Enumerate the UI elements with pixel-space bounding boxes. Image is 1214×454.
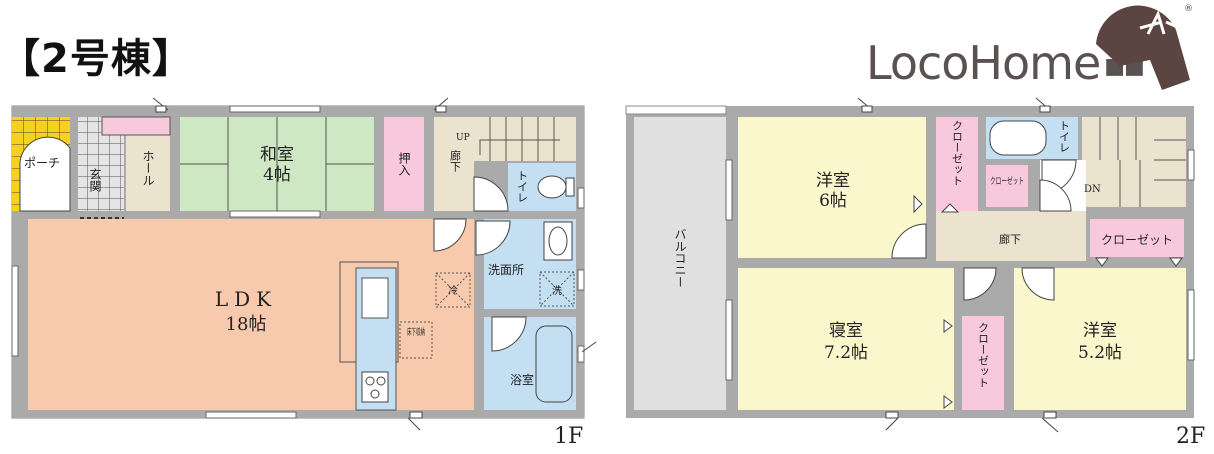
shoe-cabinet [101,116,171,136]
corridor-1f [434,117,474,211]
labels-2f: バルコニー 洋室 6帖 クローゼット トイレ クローゼット DN 廊下 クローゼ… [673,120,1173,388]
vent-marks-1f [152,97,597,431]
toilet-bowl-icon [537,175,567,199]
label-porch: ポーチ [24,156,60,170]
label-oshiire: 押入 [397,152,411,176]
closet-triangles [913,194,1183,409]
label-western1-size: 6帖 [819,191,847,211]
closet-b [1090,219,1184,257]
label-washitsu-size: 4帖 [263,165,291,185]
label-closet-small: クローゼット [990,175,1024,187]
label-bedroom: 寝室 [829,320,863,341]
oshiire-closet [384,117,424,211]
label-ldk-size: 18帖 [226,314,267,335]
bedroom [738,268,954,410]
floor-label-1f: 1F [554,424,584,449]
floor-label-2f: 2F [1176,424,1206,449]
label-ldk: LDK [215,287,277,311]
label-washroom: 洗面所 [488,263,524,277]
label-western2: 洋室 [1083,321,1117,341]
label-closet-b: クローゼット [1101,233,1173,247]
locohome-logo-text: LocoHome■■ [866,40,1145,86]
labels-1f: ポーチ 玄関 ホール 和室 4帖 押入 UP 廊下 トイレ LDK 18帖 洗面… [24,133,562,387]
label-down: DN [1084,184,1101,195]
stove-icon [361,371,389,403]
label-fridge: 冷 [448,284,458,297]
label-toilet-1f: トイレ [516,170,529,203]
closet-a [936,117,978,211]
tatami-lines [180,117,374,211]
label-bedroom-size: 7.2帖 [824,343,868,363]
underfloor-storage [399,321,433,359]
western-room-1 [738,117,926,258]
doors-1f [433,176,527,352]
closet-small [986,165,1028,207]
porch-step-arc [19,136,71,212]
stairs-2f [1082,117,1186,207]
label-western1: 洋室 [816,171,850,191]
label-closet-c: クローゼット [977,322,990,388]
building-title: 【2号棟】 [0,36,193,82]
balcony [634,117,726,410]
label-bath: 浴室 [510,372,534,387]
stair-treads-1f [479,117,560,161]
label-washer: 洗 [552,285,562,297]
vent-marks-2f [857,97,1059,433]
label-hall: ホール [141,150,155,186]
label-entrance: 玄関 [88,167,102,192]
label-closet-a: クローゼット [951,120,964,186]
ldk-room [28,219,474,410]
stair-treads-2f [1099,117,1186,207]
label-balcony: バルコニー [673,228,687,288]
label-corridor-2f: 廊下 [999,232,1021,246]
bathtub-icon [535,325,573,403]
label-toilet-2f: トイレ [1058,120,1071,153]
label-washitsu: 和室 [260,145,294,165]
sink-icon [361,277,389,319]
windows-1f [11,105,585,419]
logo-roof-icon [1096,5,1190,91]
label-up: UP [456,133,470,143]
label-western2-size: 5.2帖 [1078,343,1122,363]
windows-2f [725,149,1195,381]
corridor-2f [936,211,1086,261]
hall-area [126,133,170,211]
doors-2f [891,159,1077,301]
logo-wordmark: LocoHome [866,36,1101,90]
label-underfloor: 床下収納 [407,326,425,338]
registered-mark: ® [1184,4,1193,14]
closet-c [962,316,1004,410]
floor-2: バルコニー 洋室 6帖 クローゼット トイレ クローゼット DN 廊下 クローゼ… [625,97,1195,433]
label-corridor-1f: 廊下 [449,149,462,173]
toilet-bowl-icon-2f [989,120,1047,156]
stairs-1f [474,117,576,161]
floor-1: ポーチ 玄関 ホール 和室 4帖 押入 UP 廊下 トイレ LDK 18帖 洗面… [11,97,597,431]
